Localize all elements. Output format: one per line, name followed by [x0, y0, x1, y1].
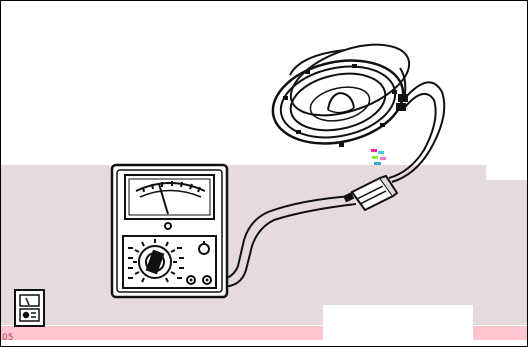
meter-leads [207, 195, 357, 288]
background-notch [486, 140, 527, 180]
speaker [271, 43, 411, 147]
speaker-wires [388, 81, 446, 183]
bottom-white-box [323, 305, 473, 341]
background-band [1, 165, 527, 325]
multimeter [110, 163, 229, 299]
page-mark: 05 [2, 333, 14, 343]
multimeter-icon [14, 289, 45, 327]
color-marks [371, 149, 386, 165]
